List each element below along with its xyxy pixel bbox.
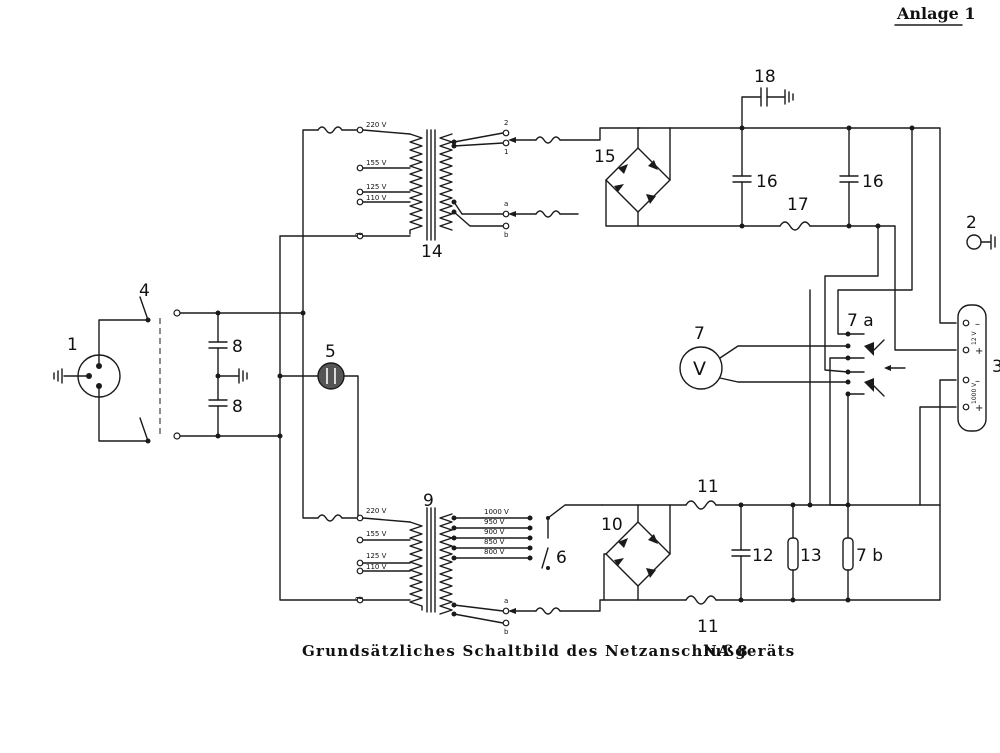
capacitor-12: 12 [731,504,774,601]
svg-text:125 V: 125 V [366,183,387,191]
svg-text:220 V: 220 V [366,121,387,129]
svg-text:110 V: 110 V [366,194,387,202]
svg-text:~: ~ [354,591,364,605]
transformer-9: 220 V 155 V 125 V 110 V ~ 1000 V 950 V 9… [354,491,533,636]
label-10: 10 [601,515,623,535]
svg-text:NA 8: NA 8 [703,642,749,660]
svg-text:a: a [504,200,508,208]
resistor-7b: 7 b [842,504,883,601]
label-8-bottom: 8 [232,397,243,417]
rectifier-bridge-15: 15 [594,127,671,227]
filter-capacitors-16: 16 16 [732,127,884,227]
svg-text:~: ~ [354,227,364,241]
svg-text:110 V: 110 V [366,563,387,571]
lower-voltage-selector [508,599,605,615]
svg-text:b: b [504,628,509,636]
label-7b: 7 b [856,546,883,566]
label-9: 9 [423,491,434,511]
svg-text:125 V: 125 V [366,552,387,560]
label-2: 2 [966,213,977,233]
svg-text:Anlage 1: Anlage 1 [896,4,976,23]
svg-text:2: 2 [504,119,508,127]
svg-text:1: 1 [504,148,508,156]
label-11-top: 11 [697,477,719,497]
svg-text:a: a [504,597,508,605]
diagram-caption: Grundsätzliches Schaltbild des Netzansch… [302,642,795,660]
label-16-right: 16 [862,172,884,192]
label-6: 6 [556,548,567,568]
svg-text:+: + [975,346,983,357]
svg-text:V: V [693,358,706,380]
label-3: 3 [992,357,1000,377]
glow-lamp-5: 5 [279,342,359,519]
transformer-14: 220 V 155 V 125 V 110 V ~ 2 1 a b 14 [354,119,510,262]
label-7a: 7 a [847,311,874,331]
capacitor-18: 18 [741,67,794,129]
svg-text:12 V: 12 V [971,330,978,345]
svg-text:b: b [504,231,509,239]
label-4: 4 [139,281,150,301]
capacitors-8: 8 8 [208,310,248,439]
label-11-bottom: 11 [697,617,719,637]
upper-voltage-selector [508,127,641,218]
rectifier-bridge-10: 10 [601,504,671,601]
label-8-top: 8 [232,337,243,357]
svg-text:950 V: 950 V [484,518,505,526]
label-7: 7 [694,324,705,344]
label-16-left: 16 [756,172,778,192]
svg-text:850 V: 850 V [484,538,505,546]
svg-text:+: + [975,403,983,414]
label-5: 5 [325,342,336,362]
hv-tap-switch-6: 6 [541,504,603,570]
annex-label: Anlage 1 [894,4,976,26]
svg-text:900 V: 900 V [484,528,505,536]
svg-text:1000 V: 1000 V [484,508,509,516]
ground-terminal-2: 2 [966,213,996,250]
output-socket-3: – + – + 12 V 1000 V 3 [957,304,1000,432]
label-18: 18 [754,67,776,87]
mains-plug: 1 [53,319,147,442]
label-13: 13 [800,546,822,566]
svg-text:155 V: 155 V [366,530,387,538]
label-17: 17 [787,195,809,215]
svg-text:155 V: 155 V [366,159,387,167]
label-12: 12 [752,546,774,566]
label-15: 15 [594,147,616,167]
svg-text:220 V: 220 V [366,507,387,515]
svg-text:800 V: 800 V [484,548,505,556]
voltmeter-7: V 7 [679,324,847,390]
svg-text:Grundsätzliches Schaltbild des: Grundsätzliches Schaltbild des Netzansch… [302,642,795,660]
mains-switch: 4 [139,281,181,444]
label-1: 1 [67,335,78,355]
svg-text:1000 V: 1000 V [971,382,978,404]
svg-text:–: – [975,376,980,387]
label-14: 14 [421,242,443,262]
resistor-13: 13 [787,504,822,601]
svg-text:–: – [975,319,980,330]
